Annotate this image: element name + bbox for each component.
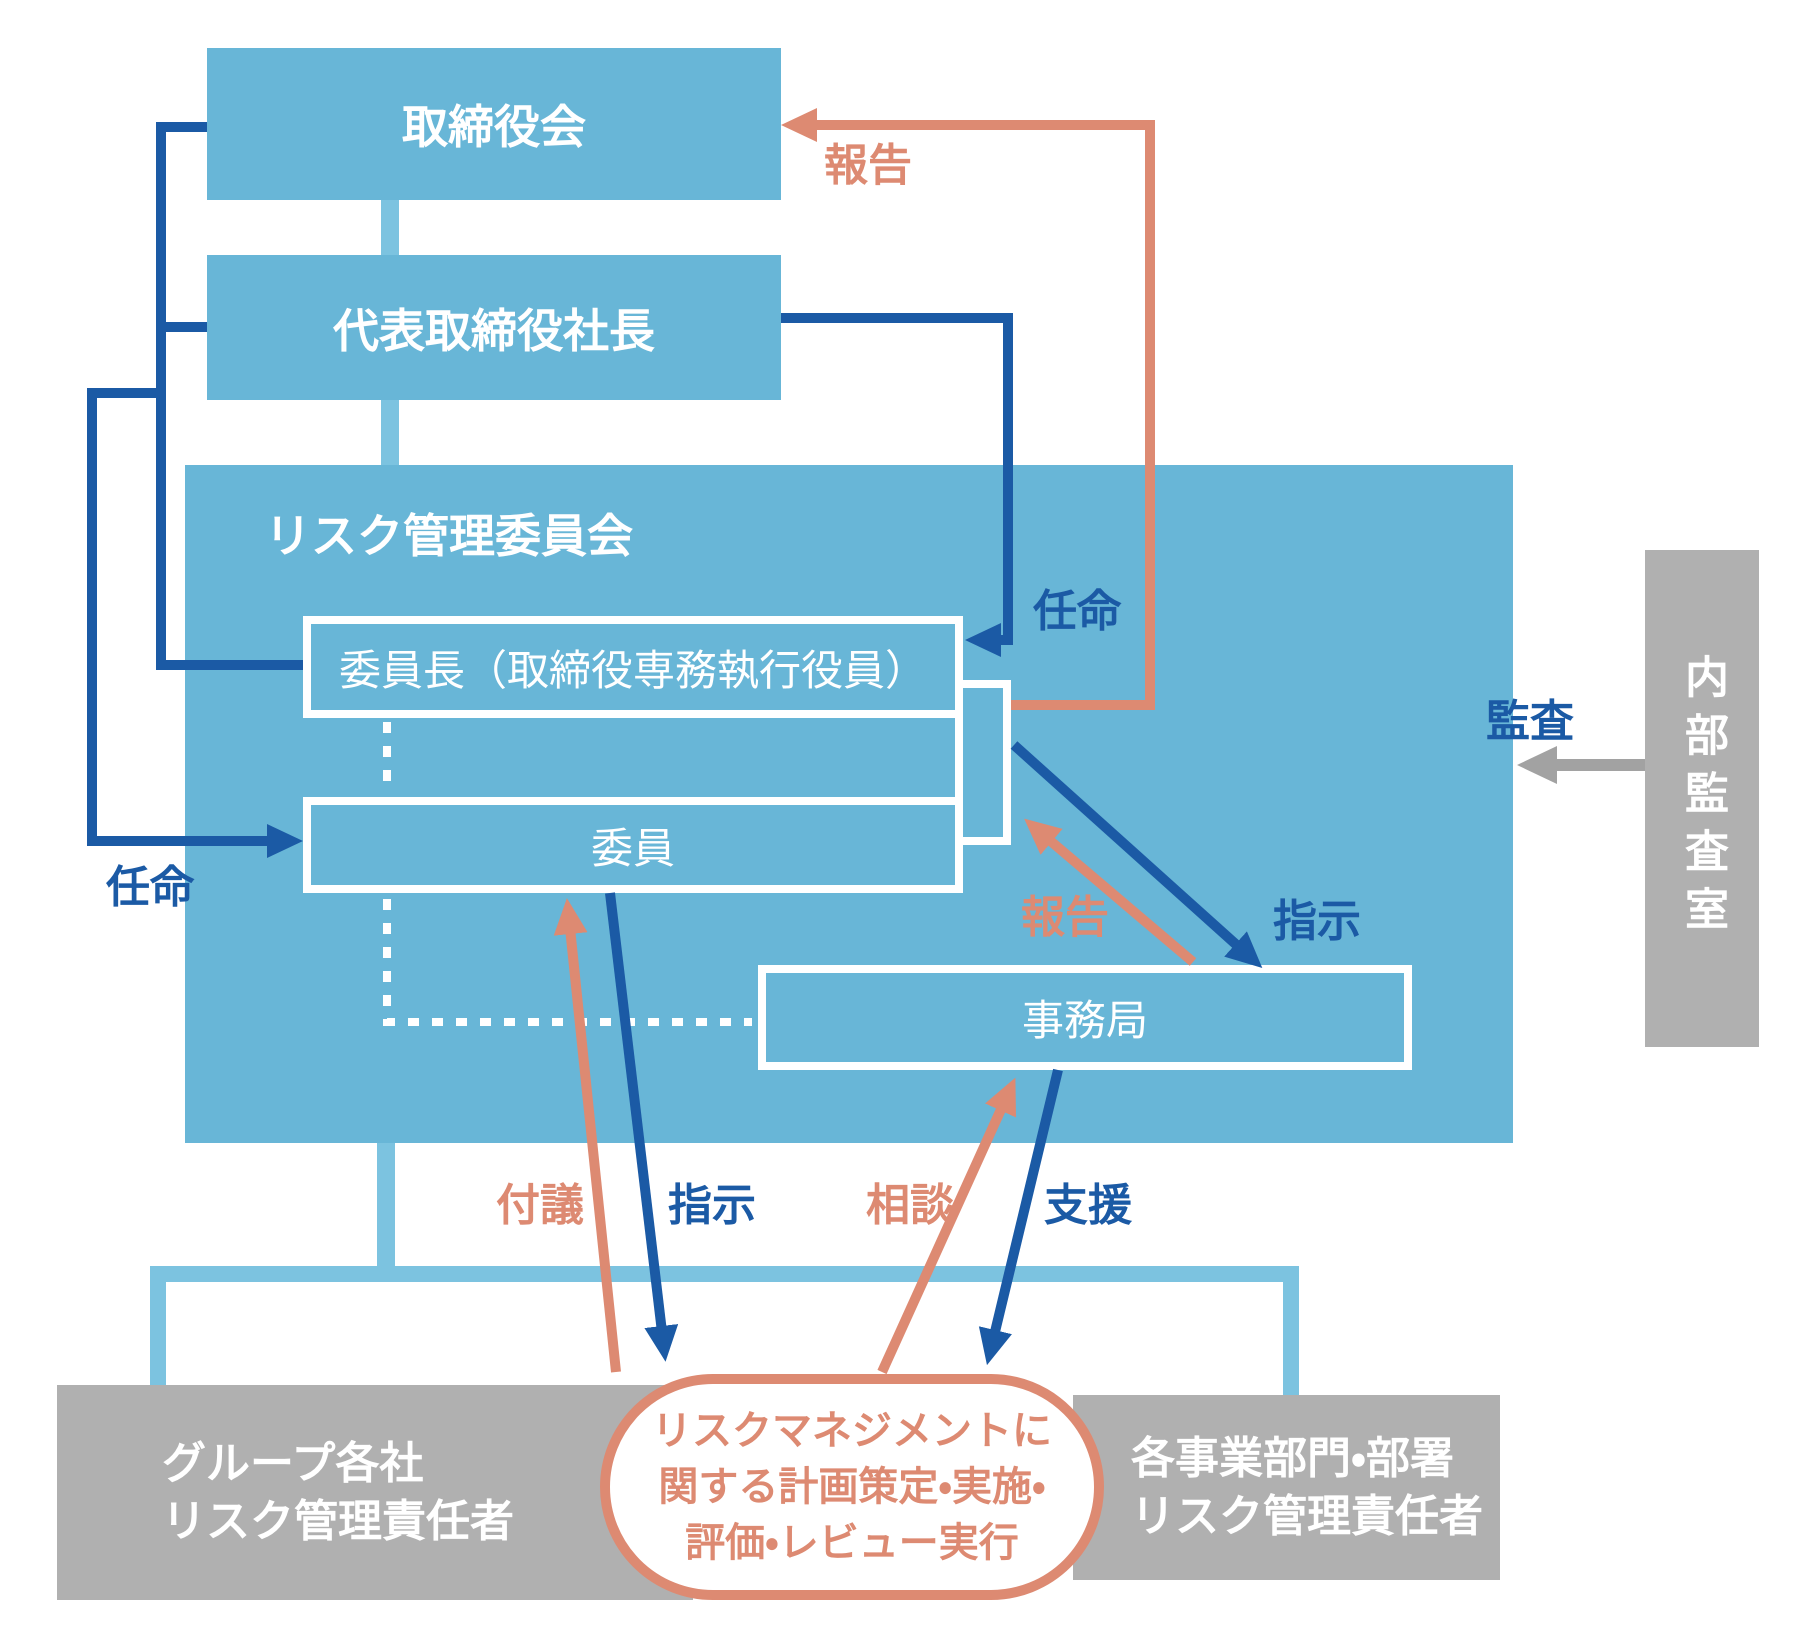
line-appoint-chairman bbox=[781, 313, 1013, 657]
line-consult-up bbox=[877, 1077, 1017, 1375]
label-appoint-left: 任命 bbox=[106, 863, 194, 912]
line-appoint-members bbox=[87, 388, 303, 858]
line-support-down bbox=[978, 1068, 1063, 1366]
box-business-units: 各事業部門・部署 リスク管理責任者 bbox=[1073, 1395, 1500, 1580]
box-chairman-label: 委員長（取締役専務執行役員） bbox=[338, 646, 927, 694]
activity-line2: 関する計画策定・実施・ bbox=[658, 1465, 1046, 1509]
line-report-bracket bbox=[1024, 818, 1197, 966]
activity-line1: リスクマネジメントに bbox=[652, 1409, 1052, 1453]
bottom-bracket-drop-left bbox=[150, 1266, 166, 1385]
box-internal-audit-office: 内部監査室 bbox=[1645, 550, 1759, 1047]
panel-title: リスク管理委員会 bbox=[265, 500, 633, 566]
box-members-label: 委員 bbox=[590, 824, 675, 872]
panel-title-text: リスク管理委員会 bbox=[265, 510, 633, 562]
chairman-members-bracket bbox=[955, 680, 1011, 845]
bottom-bracket-drop-right bbox=[1283, 1266, 1299, 1395]
dotted-members-secretariat bbox=[383, 899, 752, 1026]
group-companies-line2: リスク管理責任者 bbox=[162, 1496, 514, 1546]
group-companies-line1: グループ各社 bbox=[162, 1438, 424, 1488]
activity-line3: 評価・レビュー実行 bbox=[685, 1521, 1019, 1565]
box-secretariat: 事務局 bbox=[758, 965, 1412, 1070]
box-president-label: 代表取締役社長 bbox=[333, 304, 655, 357]
label-submit: 付議 bbox=[496, 1181, 584, 1230]
line-submit-up bbox=[553, 898, 621, 1373]
label-consult: 相談 bbox=[866, 1181, 954, 1230]
business-units-line2: リスク管理責任者 bbox=[1131, 1491, 1483, 1541]
label-audit: 監査 bbox=[1486, 697, 1574, 746]
box-internal-audit-label: 内部監査室 bbox=[1678, 653, 1727, 944]
label-instruct-bottom: 指示 bbox=[668, 1181, 756, 1230]
box-board-label: 取締役会 bbox=[402, 101, 586, 153]
label-support: 支援 bbox=[1044, 1181, 1132, 1230]
label-report-top: 報告 bbox=[824, 141, 912, 190]
box-chairman: 委員長（取締役専務執行役員） bbox=[303, 616, 963, 718]
box-group-companies: グループ各社 リスク管理責任者 bbox=[57, 1385, 693, 1600]
line-instruct-secretariat bbox=[1010, 741, 1263, 969]
box-secretariat-label: 事務局 bbox=[1021, 997, 1148, 1044]
line-instruct-down bbox=[605, 892, 679, 1362]
box-risk-activity: リスクマネジメントに 関する計画策定・実施・ 評価・レビュー実行 bbox=[600, 1374, 1104, 1600]
box-board-of-directors: 取締役会 bbox=[207, 48, 781, 200]
label-report-mid: 報告 bbox=[1021, 893, 1109, 942]
label-instruct-mid: 指示 bbox=[1273, 897, 1361, 946]
box-president: 代表取締役社長 bbox=[207, 255, 781, 400]
line-report-board bbox=[781, 108, 1155, 710]
business-units-line1: 各事業部門・部署 bbox=[1131, 1433, 1454, 1483]
connector-committee-bottom bbox=[377, 1143, 395, 1274]
line-board-chairman bbox=[156, 122, 303, 670]
label-appoint-top: 任命 bbox=[1033, 587, 1121, 636]
box-members: 委員 bbox=[303, 797, 963, 893]
connector-president-committee bbox=[381, 399, 399, 466]
connector-board-president bbox=[381, 199, 399, 257]
